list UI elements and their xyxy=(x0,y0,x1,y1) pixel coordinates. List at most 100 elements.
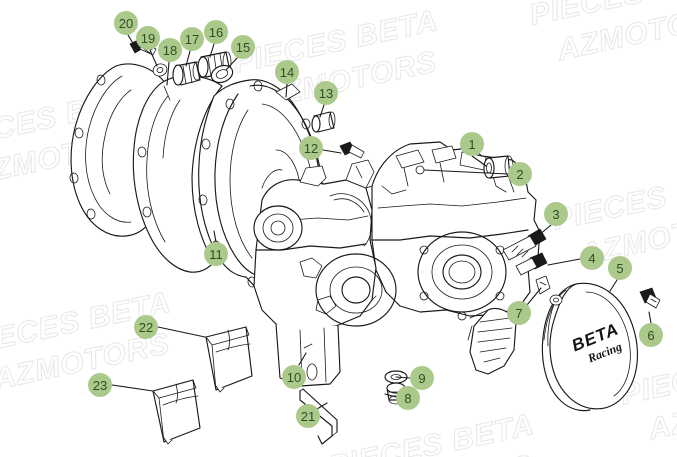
callout-leader-line-15 xyxy=(225,57,238,71)
part-12-bolt xyxy=(339,141,365,159)
callout-leader-line-1 xyxy=(471,155,487,167)
callout-circle-14 xyxy=(275,60,299,84)
callout-leader-line-8 xyxy=(384,393,397,398)
part-19-boss xyxy=(152,63,168,77)
callout-leader-line-19 xyxy=(149,49,158,67)
callout-leader-line-4 xyxy=(547,258,581,266)
callout-number-2: 2 xyxy=(516,167,523,182)
callout-number-5: 5 xyxy=(616,261,623,276)
callout-leader-line-6 xyxy=(648,311,652,324)
callout-bubble-2[interactable]: 2 xyxy=(508,162,532,186)
callout-number-21: 21 xyxy=(301,409,315,424)
callout-circle-11 xyxy=(204,242,228,266)
callout-leader-line-23 xyxy=(111,384,154,392)
callout-bubble-7[interactable]: 7 xyxy=(507,301,531,325)
callout-bubble-20[interactable]: 20 xyxy=(114,11,138,35)
callout-bubble-19[interactable]: 19 xyxy=(136,26,160,50)
callout-bubble-5[interactable]: 5 xyxy=(608,256,632,280)
callout-bubble-9[interactable]: 9 xyxy=(410,366,434,390)
callout-circle-12 xyxy=(299,136,323,160)
callout-circle-15 xyxy=(231,35,255,59)
callout-number-4: 4 xyxy=(588,251,595,266)
callout-leader-line-16 xyxy=(209,43,215,58)
callout-leader-line-13 xyxy=(319,104,325,118)
callout-number-18: 18 xyxy=(163,43,177,58)
callout-circle-21 xyxy=(296,404,320,428)
callout-bubble-8[interactable]: 8 xyxy=(396,386,420,410)
callout-bubble-13[interactable]: 13 xyxy=(314,81,338,105)
callout-circle-8 xyxy=(396,386,420,410)
callout-bubble-21[interactable]: 21 xyxy=(296,404,320,428)
callout-number-9: 9 xyxy=(418,371,425,386)
callout-number-22: 22 xyxy=(139,320,153,335)
callout-number-14: 14 xyxy=(280,65,294,80)
callout-circle-7 xyxy=(507,301,531,325)
crankcase-main-body xyxy=(253,141,541,387)
callout-number-12: 12 xyxy=(304,141,318,156)
callout-leader-line-22 xyxy=(157,326,206,338)
callout-bubble-10[interactable]: 10 xyxy=(282,365,306,389)
callout-number-10: 10 xyxy=(287,370,301,385)
callout-number-13: 13 xyxy=(319,86,333,101)
callout-circle-18 xyxy=(158,38,182,62)
callout-leader-line-10 xyxy=(298,352,307,366)
callout-leader-line-14 xyxy=(285,83,288,98)
callout-bubble-12[interactable]: 12 xyxy=(299,136,323,160)
callout-leader-line-7 xyxy=(526,287,542,306)
callout-number-17: 17 xyxy=(185,32,199,47)
part-17-plug xyxy=(172,61,202,86)
callout-bubble-1[interactable]: 1 xyxy=(460,132,484,156)
callout-number-16: 16 xyxy=(209,25,223,40)
callout-leader-line-3 xyxy=(537,224,552,237)
callout-bubble-4[interactable]: 4 xyxy=(580,246,604,270)
callout-number-11: 11 xyxy=(209,247,223,262)
callout-bubble-17[interactable]: 17 xyxy=(180,27,204,51)
callout-number-15: 15 xyxy=(236,40,250,55)
part-23-gasket xyxy=(152,379,201,445)
callout-circle-13 xyxy=(314,81,338,105)
callout-leader-line-11 xyxy=(213,230,217,243)
callout-circle-23 xyxy=(88,373,112,397)
callout-number-8: 8 xyxy=(404,391,411,406)
callout-leader-line-18 xyxy=(166,61,170,86)
lower-cover-plate xyxy=(467,307,517,375)
callout-circle-20 xyxy=(114,11,138,35)
callout-number-23: 23 xyxy=(93,378,107,393)
callout-circle-1 xyxy=(460,132,484,156)
callout-circle-6 xyxy=(639,323,663,347)
part-4-bolt xyxy=(515,252,548,276)
top-fastener-parts xyxy=(129,38,234,101)
callout-circle-9 xyxy=(410,366,434,390)
callout-number-19: 19 xyxy=(141,31,155,46)
callout-number-1: 1 xyxy=(468,137,475,152)
callout-bubble-18[interactable]: 18 xyxy=(158,38,182,62)
callout-bubble-14[interactable]: 14 xyxy=(275,60,299,84)
part-15-washer xyxy=(210,64,234,84)
callout-leader-line-9 xyxy=(395,376,411,379)
callout-circle-22 xyxy=(134,315,158,339)
callout-leader-line-5 xyxy=(609,279,618,292)
part-13-dowel xyxy=(311,111,336,133)
callout-bubble-22[interactable]: 22 xyxy=(134,315,158,339)
part-21-bracket xyxy=(299,388,338,445)
callout-circle-3 xyxy=(544,202,568,226)
callout-circle-5 xyxy=(608,256,632,280)
callout-circle-16 xyxy=(204,20,228,44)
callout-circle-4 xyxy=(580,246,604,270)
callout-circle-17 xyxy=(180,27,204,51)
callout-circle-2 xyxy=(508,162,532,186)
part-6-bolt xyxy=(639,287,661,309)
callout-bubble-3[interactable]: 3 xyxy=(544,202,568,226)
part-10-target xyxy=(303,343,313,349)
callout-number-6: 6 xyxy=(647,328,654,343)
callout-circle-10 xyxy=(282,365,306,389)
callout-bubble-16[interactable]: 16 xyxy=(204,20,228,44)
callout-bubble-6[interactable]: 6 xyxy=(639,323,663,347)
callout-bubble-15[interactable]: 15 xyxy=(231,35,255,59)
callout-bubble-11[interactable]: 11 xyxy=(204,242,228,266)
callout-leader-line-17 xyxy=(185,50,191,67)
callout-number-20: 20 xyxy=(119,16,133,31)
callout-bubble-23[interactable]: 23 xyxy=(88,373,112,397)
